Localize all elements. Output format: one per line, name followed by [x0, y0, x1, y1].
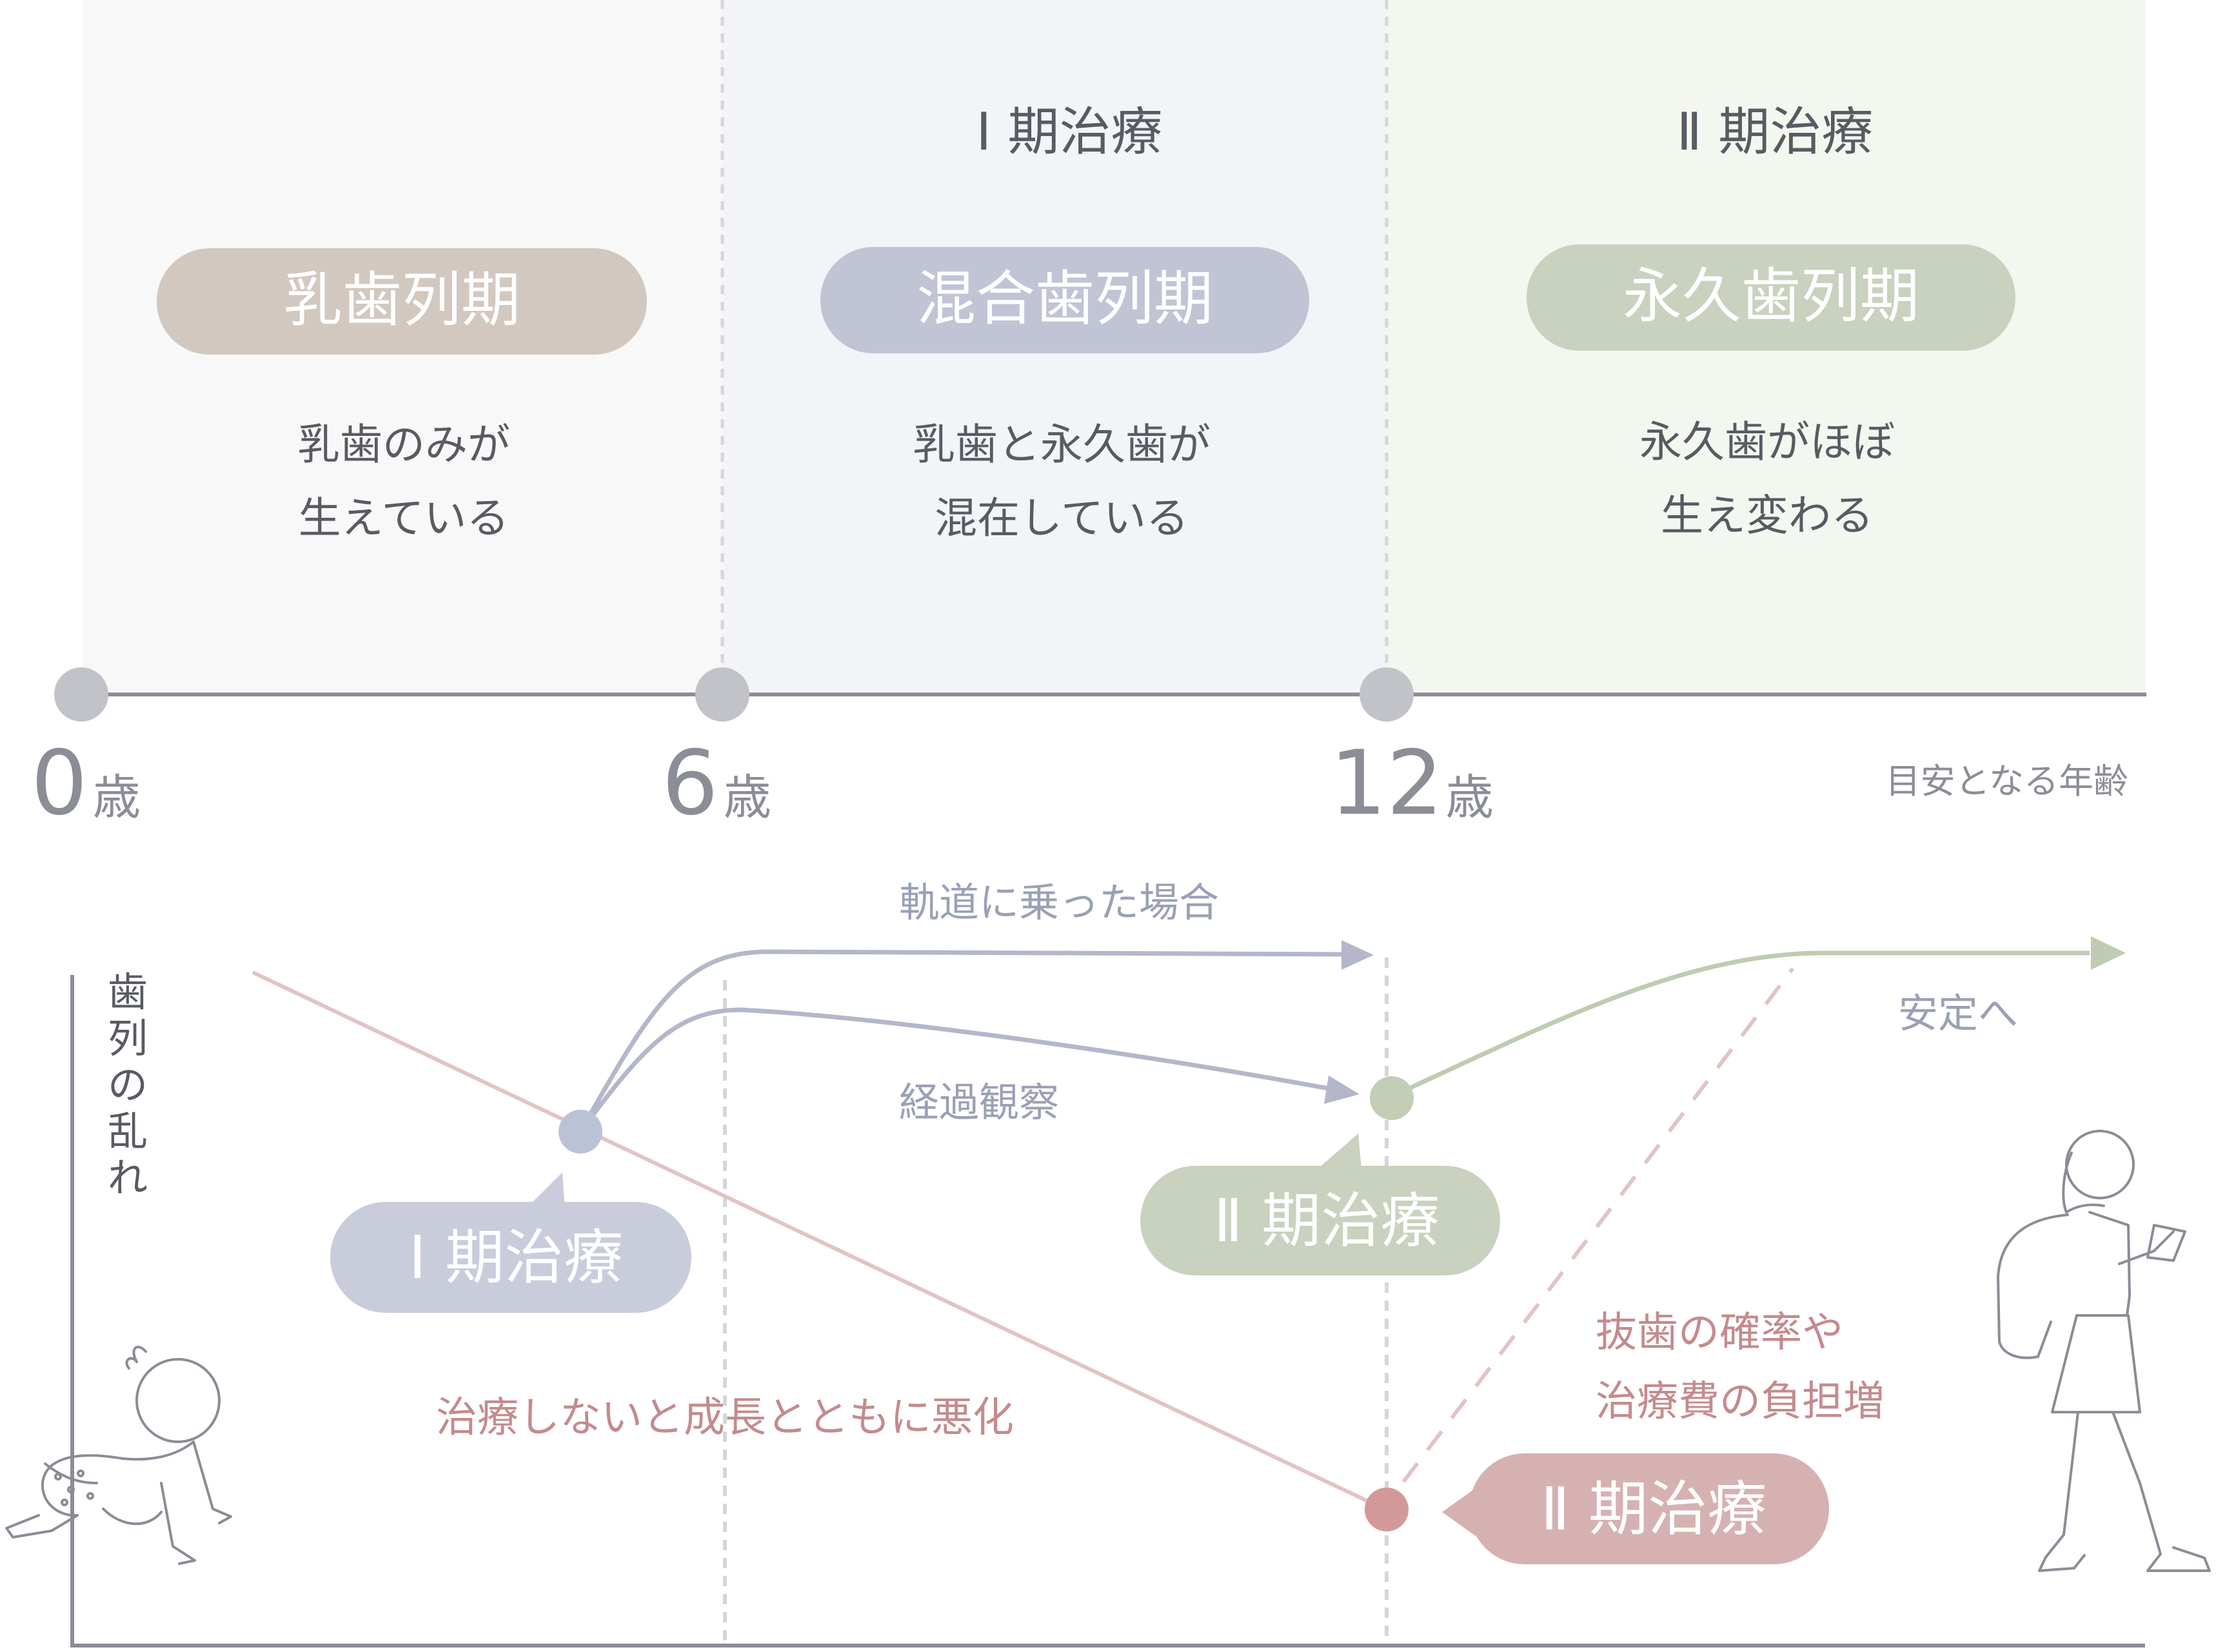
phase1-heading: Ⅰ 期治療 [976, 102, 1162, 162]
period-pill-permanent: 永久歯列期 [1527, 244, 2015, 351]
primary-desc-line1: 乳歯のみが [297, 420, 510, 469]
age-num-0: 0 [31, 731, 88, 835]
age-unit-12: 歳 [1446, 770, 1494, 825]
observation-arrowhead [1324, 1076, 1360, 1104]
age-label-12: 12歳 [1330, 731, 1494, 835]
phase2-green-dot [1370, 1076, 1414, 1120]
y-label-char-1: 列 [108, 1015, 148, 1062]
period-pill-permanent-label: 永久歯列期 [1623, 262, 1919, 331]
age-marker-6 [695, 667, 749, 722]
phase1-bubble: Ⅰ 期治療 [330, 1172, 691, 1313]
phase2-pink-bubble: Ⅱ 期治療 [1442, 1453, 1829, 1564]
risk-label-line2: 治療費の負担増 [1596, 1378, 1885, 1426]
late-treatment-dashed-line [1401, 967, 1795, 1483]
observation-curve [579, 1007, 1332, 1134]
untreated-line [252, 970, 1387, 1511]
stable-label: 安定へ [1898, 990, 2018, 1037]
age-num-12: 12 [1330, 731, 1443, 835]
phase2-green-bubble-label: Ⅱ 期治療 [1214, 1186, 1440, 1255]
age-unit-0: 歳 [93, 770, 141, 825]
period-pill-mixed-label: 混合歯列期 [916, 264, 1213, 333]
permanent-desc-line2: 生え変わる [1661, 491, 1874, 540]
risk-label-line1: 抜歯の確率や [1596, 1309, 1843, 1357]
y-label-char-2: の [108, 1061, 148, 1108]
phase2-pink-bubble-label: Ⅱ 期治療 [1541, 1475, 1767, 1544]
student-with-backpack-icon [1997, 1130, 2211, 1572]
stable-arrowhead [2091, 936, 2126, 970]
age-note: 目安となる年齢 [1886, 761, 2128, 801]
y-label-char-4: れ [108, 1154, 148, 1201]
observation-label: 経過観察 [899, 1079, 1059, 1126]
y-label-char-3: 乱 [108, 1108, 148, 1155]
phase2-pink-dot [1365, 1488, 1409, 1531]
on-track-curve [578, 949, 1345, 1133]
age-unit-6: 歳 [724, 770, 771, 825]
period-pill-mixed: 混合歯列期 [820, 247, 1309, 353]
y-label-char-0: 歯 [108, 969, 148, 1016]
period-pill-primary: 乳歯列期 [157, 248, 647, 355]
age-marker-12 [1360, 667, 1414, 722]
period-pill-primary-label: 乳歯列期 [283, 266, 520, 335]
on-track-arrowhead [1341, 940, 1374, 970]
mixed-desc-line1: 乳歯と永久歯が [913, 420, 1211, 469]
phase2-heading: Ⅱ 期治療 [1677, 102, 1874, 162]
untreated-label: 治療しないと成長とともに悪化 [436, 1394, 1014, 1442]
permanent-desc-line1: 永久歯がほぼ [1639, 417, 1895, 467]
age-num-6: 6 [662, 731, 718, 835]
crawling-baby-icon [5, 1346, 232, 1565]
phase1-start-dot [559, 1110, 602, 1154]
on-track-label: 軌道に乗った場合 [899, 879, 1219, 926]
stable-curve [1390, 950, 2090, 1099]
phase2-green-bubble: Ⅱ 期治療 [1140, 1134, 1500, 1275]
age-marker-0 [54, 667, 108, 722]
mixed-desc-line2: 混在している [935, 493, 1189, 543]
primary-desc-line2: 生えている [299, 493, 509, 543]
phase1-bubble-label: Ⅰ 期治療 [409, 1223, 623, 1292]
